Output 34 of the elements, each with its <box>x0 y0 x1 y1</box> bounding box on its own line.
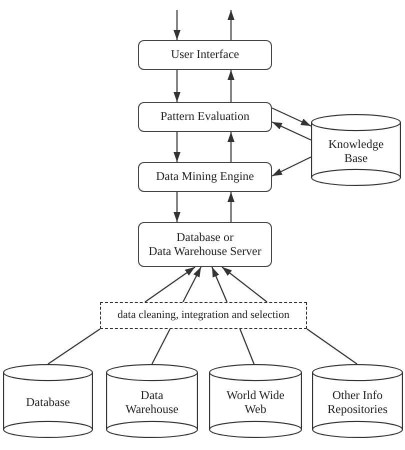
node-label: Knowledge Base <box>327 138 385 166</box>
arrow <box>174 192 180 222</box>
arrow <box>174 10 180 40</box>
process-box <box>138 40 272 70</box>
dashed-process-box <box>100 302 307 329</box>
arrow <box>222 266 268 302</box>
node-label: Data Warehouse <box>124 389 180 417</box>
arrow <box>182 266 202 302</box>
node-label: Pattern Evaluation <box>160 110 250 124</box>
node-label: Database or Data Warehouse Server <box>148 230 262 258</box>
arrow <box>144 266 196 302</box>
node-label: World Wide Web <box>226 389 286 417</box>
connector-line <box>151 328 171 364</box>
arrow <box>272 156 312 177</box>
arrow <box>211 266 228 302</box>
arrow <box>228 10 234 40</box>
process-box <box>138 102 272 132</box>
process-box <box>138 222 272 267</box>
node-label: Other Info Repositories <box>326 389 388 417</box>
arrow <box>272 107 312 127</box>
connector-line <box>306 328 358 364</box>
arrow <box>174 132 180 162</box>
node-label: User Interface <box>170 48 240 62</box>
arrow <box>174 70 180 102</box>
connector-line <box>48 328 100 364</box>
node-label: data cleaning, integration and selection <box>118 309 290 322</box>
node-label: Database <box>26 396 70 410</box>
arrow <box>228 70 234 102</box>
node-label: Data Mining Engine <box>156 170 254 184</box>
arrow <box>272 121 312 141</box>
arrow <box>228 132 234 162</box>
connector-line <box>239 328 255 364</box>
arrow <box>228 192 234 222</box>
process-box <box>138 162 272 192</box>
